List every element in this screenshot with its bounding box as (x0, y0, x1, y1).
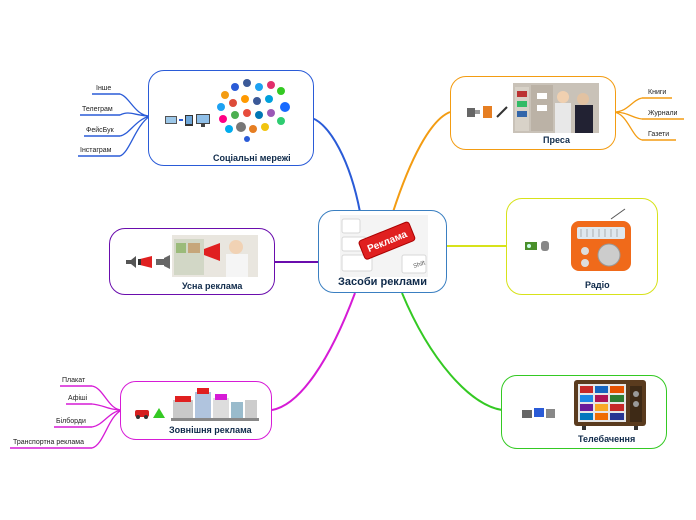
node-outdoor[interactable]: Зовнішня реклама (120, 381, 272, 440)
outdoor-leaf-transport[interactable]: Транспортна реклама (13, 439, 84, 446)
radio-image (571, 208, 631, 271)
node-tv[interactable]: Телебачення (501, 375, 667, 449)
press-icons (467, 106, 508, 118)
outdoor-leaf-billboards[interactable]: Білборди (56, 418, 86, 425)
social-title: Соціальні мережі (213, 153, 291, 163)
link-press (392, 111, 451, 213)
shift-key-label: Shift (413, 260, 427, 270)
outdoor-title: Зовнішня реклама (169, 425, 252, 435)
outdoor-leaf-posters[interactable]: Афіші (68, 395, 88, 402)
link-social (311, 117, 361, 213)
radio-small-icons (525, 241, 549, 251)
press-leaf-newspapers[interactable]: Газети (648, 131, 670, 138)
tv-image (574, 380, 646, 430)
social-cloud-icon (217, 79, 290, 142)
press-photo (513, 83, 599, 133)
social-leaf-facebook[interactable]: ФейсБук (86, 127, 114, 134)
link-outdoor (271, 292, 356, 411)
node-radio[interactable]: Радіо (506, 198, 658, 295)
tv-title: Телебачення (578, 434, 636, 444)
leaf-underline-social (78, 93, 120, 157)
press-leaf-magazines[interactable]: Журнали (648, 110, 678, 117)
devices-icon (165, 114, 210, 127)
radio-title: Радіо (585, 280, 610, 290)
outdoor-small-icons (135, 408, 165, 419)
leaf-link-social (119, 93, 151, 157)
leaf-link-outdoor (91, 385, 123, 449)
oral-photo (172, 235, 258, 277)
outdoor-leaf-poster[interactable]: Плакат (62, 377, 86, 384)
oral-small-icons (126, 255, 170, 269)
center-node[interactable]: Реклама Shift Засоби реклами (318, 210, 447, 293)
press-leaf-books[interactable]: Книги (648, 89, 667, 96)
node-press[interactable]: Преса (450, 76, 616, 150)
press-title: Преса (543, 135, 570, 145)
outdoor-city-image (171, 388, 259, 421)
leaf-underline-outdoor (10, 385, 92, 449)
tv-small-icons (522, 408, 555, 418)
center-title: Засоби реклами (338, 276, 427, 288)
social-leaf-other[interactable]: Інше (96, 85, 112, 92)
node-oral[interactable]: Усна реклама (109, 228, 275, 295)
node-social[interactable]: Соціальні мережі (148, 70, 314, 166)
advertising-key-image: Реклама Shift (340, 215, 428, 277)
leaf-underline-press (642, 97, 684, 141)
oral-title: Усна реклама (182, 281, 243, 291)
social-leaf-telegram[interactable]: Телеграм (82, 106, 113, 113)
social-leaf-instagram[interactable]: Інстаграм (80, 147, 112, 154)
leaf-link-press (613, 97, 643, 141)
link-tv (401, 292, 503, 411)
